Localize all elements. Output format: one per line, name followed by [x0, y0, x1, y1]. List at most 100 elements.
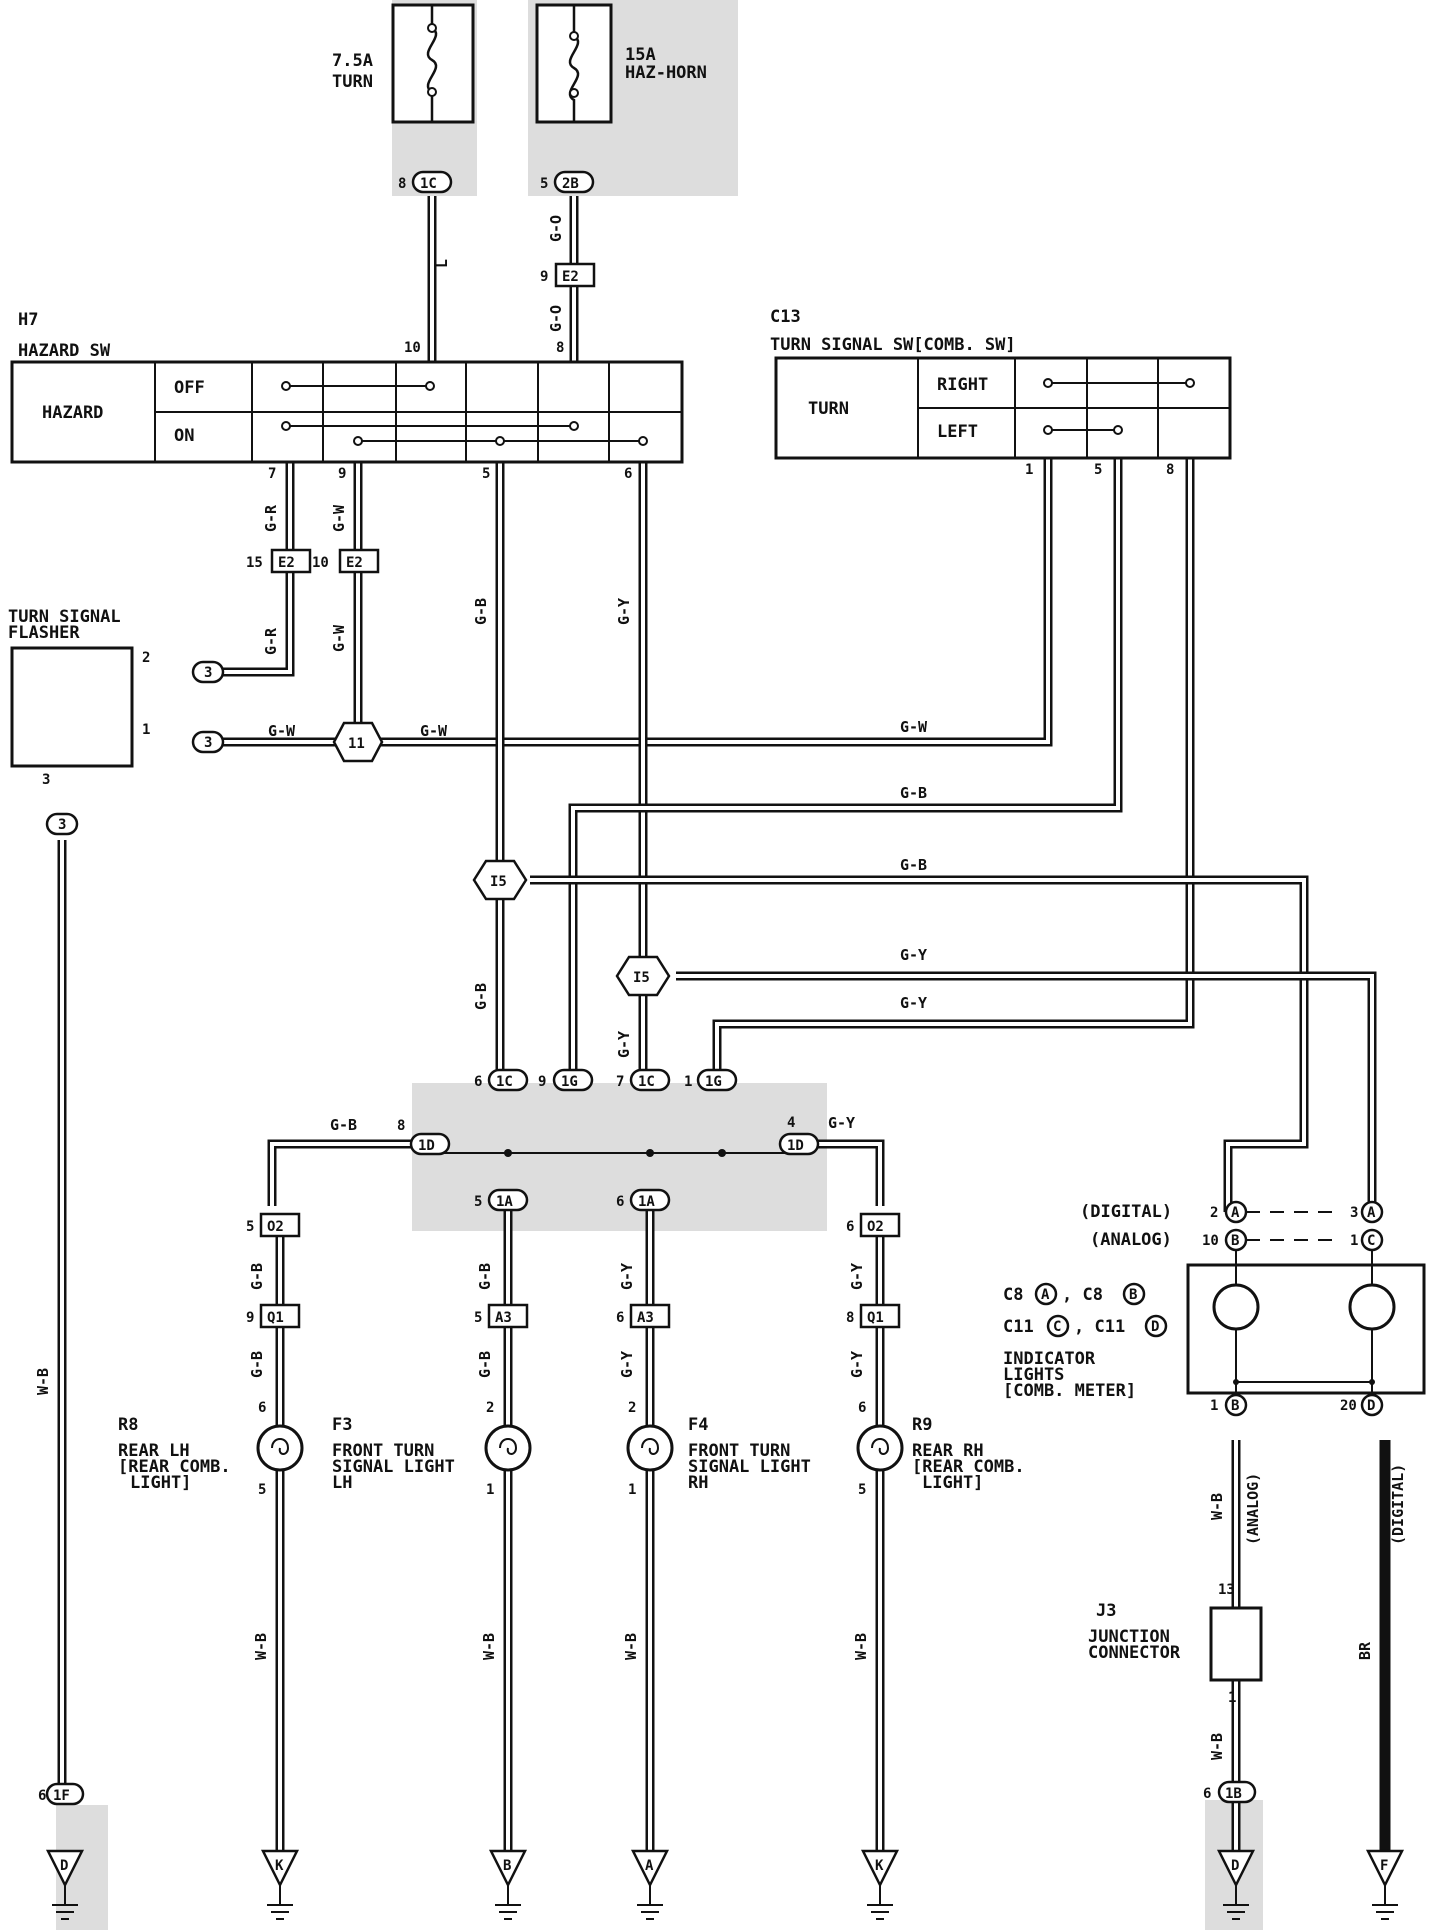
wire-label-wb-5: W-B	[852, 1633, 870, 1660]
wire-label-gb-9: G-B	[476, 1351, 494, 1378]
wire-label-gy-5: G-Y	[828, 1114, 855, 1132]
pin-5-o2: 5	[246, 1219, 254, 1235]
hazard-switch	[10, 360, 684, 464]
pin-3-flasher: 3	[42, 772, 50, 788]
indicator-c8-a: C8	[1003, 1285, 1023, 1305]
connector-1g-9	[552, 1068, 594, 1092]
connector-3-pin3	[45, 812, 79, 836]
hazard-sw-code: H7	[18, 310, 38, 330]
pin-1-b: 1	[1210, 1398, 1218, 1414]
connector-a-label-left: A	[1231, 1205, 1240, 1221]
wire-label-gb-7: G-B	[248, 1351, 266, 1378]
connector-1g-1	[696, 1068, 738, 1092]
ground-d-right-icon	[1216, 1849, 1256, 1920]
pin-10-hazard: 10	[404, 340, 421, 356]
connector-e2-label-gr: E2	[278, 555, 295, 571]
pin-6-1a: 6	[616, 1194, 624, 1210]
connector-1a-label-right: 1A	[638, 1194, 655, 1210]
wire-label-go-2: G-O	[547, 305, 565, 332]
wire-label-gb-4: G-B	[900, 856, 927, 874]
turn-signal-switch	[774, 356, 1232, 460]
connector-1d-label-left: 1D	[418, 1138, 435, 1154]
connector-b-bottom	[1224, 1393, 1248, 1417]
ground-label-d-left: D	[60, 1858, 68, 1874]
shade-junction-block	[412, 1083, 827, 1231]
connector-d	[1360, 1393, 1384, 1417]
connector-1b-label: 1B	[1225, 1786, 1242, 1802]
connector-3-pin1	[191, 730, 225, 754]
connector-3-label-pin2: 3	[204, 665, 212, 681]
ground-label-f: F	[1380, 1858, 1388, 1874]
turn-sw-title: TURN SIGNAL SW[COMB. SW]	[770, 335, 1016, 355]
indicator-lamp-left-icon	[1212, 1283, 1260, 1331]
pin-6-r9: 6	[858, 1400, 866, 1416]
indicator-c11-c: C11	[1003, 1317, 1034, 1337]
pin-5-hazard: 5	[482, 466, 490, 482]
hazard-position-off: OFF	[174, 378, 205, 398]
ground-a-icon	[630, 1849, 670, 1920]
pin-15-e2: 15	[246, 555, 263, 571]
ground-d-left-icon	[45, 1849, 85, 1920]
indicator-box	[1186, 1250, 1426, 1395]
connector-a-right	[1360, 1200, 1384, 1224]
flasher-title-2: FLASHER	[8, 623, 80, 643]
wire-label-l: L	[433, 259, 451, 268]
pin-7-1c: 7	[616, 1074, 624, 1090]
wire-label-gy-3: G-Y	[900, 946, 927, 964]
wire-label-gy-2: G-Y	[615, 1031, 633, 1058]
flasher-title: TURN SIGNAL	[8, 607, 121, 627]
grounds	[45, 1849, 1405, 1920]
connector-1c-gy	[629, 1068, 671, 1092]
indicator-c11-d: , C11	[1074, 1317, 1125, 1337]
r8-line-2: [REAR COMB.	[118, 1457, 231, 1477]
indicator-c11-d-letter: D	[1151, 1319, 1159, 1335]
pin-9-1g: 9	[538, 1074, 546, 1090]
pin-8-turn: 8	[1166, 462, 1174, 478]
indicator-c8-b-letter: B	[1129, 1287, 1137, 1303]
wire-label-br: BR	[1356, 1641, 1374, 1660]
pin-1-flasher: 1	[142, 722, 150, 738]
connector-2b	[553, 170, 595, 194]
wire-label-gy-7: G-Y	[618, 1351, 636, 1378]
connector-q1-label-right: Q1	[867, 1310, 884, 1326]
fuse-turn-name: TURN	[332, 72, 373, 92]
wire-label-go-1: G-O	[547, 215, 565, 242]
pin-6-hazard: 6	[624, 466, 632, 482]
junction-connector-j3	[1209, 1606, 1263, 1682]
hazard-position-on: ON	[174, 426, 194, 446]
pin-6-a3: 6	[616, 1310, 624, 1326]
indicator-c8-b: , C8	[1062, 1285, 1103, 1305]
fuse-haz-name: HAZ-HORN	[625, 63, 707, 83]
connector-1g-label-1: 1G	[705, 1074, 722, 1090]
connector-o2-label-right: O2	[867, 1219, 884, 1235]
wire-label-wb-3: W-B	[480, 1633, 498, 1660]
junction-i5-gy	[615, 955, 671, 997]
pin-5-1a: 5	[474, 1194, 482, 1210]
pin-13-j3: 13	[1218, 1582, 1235, 1598]
pin-9-hazard: 9	[338, 466, 346, 482]
connector-chips	[45, 170, 1384, 1806]
r8-line-3: LIGHT]	[130, 1473, 191, 1493]
pin-6-o2: 6	[846, 1219, 854, 1235]
f3-line-2: SIGNAL LIGHT	[332, 1457, 455, 1477]
wire-label-gb-1: G-B	[472, 598, 490, 625]
wire-label-gy-8: G-Y	[848, 1263, 866, 1290]
wire-label-gr-2: G-R	[262, 627, 280, 655]
r9-code: R9	[912, 1415, 932, 1435]
pin-1-j3: 1	[1228, 1690, 1236, 1706]
connector-1g-label-9: 1G	[561, 1074, 578, 1090]
fuse-haz-rating: 15A	[625, 45, 656, 65]
wire-label-wb-1: W-B	[34, 1368, 52, 1395]
pin-6-r8: 6	[258, 1400, 266, 1416]
pin-6-1b: 6	[1203, 1786, 1211, 1802]
connector-d-label: D	[1367, 1398, 1375, 1414]
connector-1c-label: 1C	[420, 176, 437, 192]
pin-2-a: 2	[1210, 1205, 1218, 1221]
ground-k-right-icon	[860, 1849, 900, 1920]
r8-code: R8	[118, 1415, 138, 1435]
wire-label-gy-9: G-Y	[848, 1351, 866, 1378]
connector-1c-label-gb: 1C	[496, 1074, 513, 1090]
wire-label-gw-4: G-W	[420, 722, 448, 740]
pin-8-q1: 8	[846, 1310, 854, 1326]
ground-label-k-left: K	[275, 1858, 284, 1874]
